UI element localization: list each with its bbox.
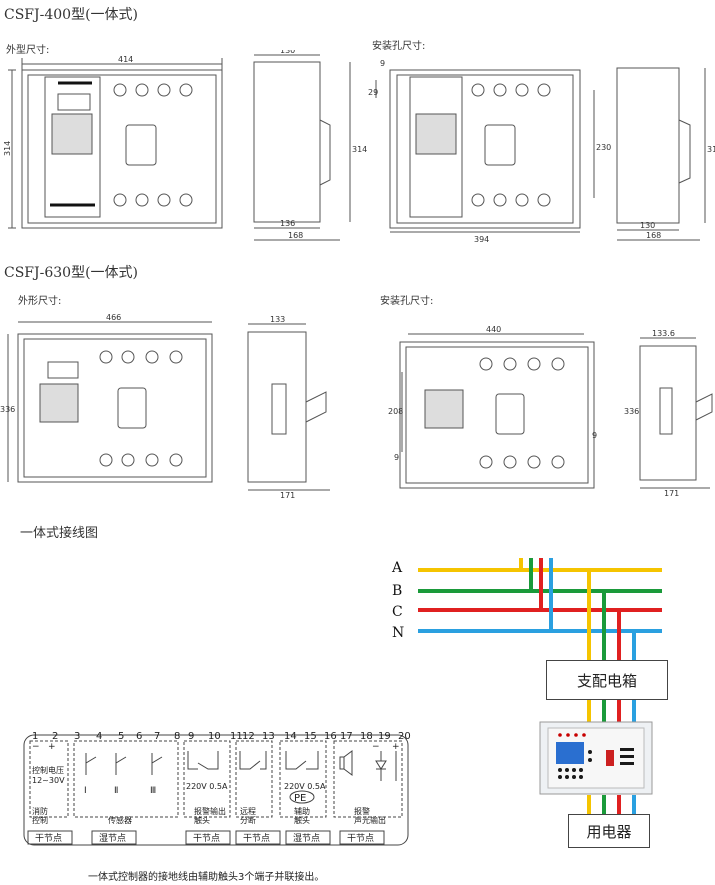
appliance-box: 用电器 bbox=[568, 814, 650, 848]
dim-400-mount-side-height: 314 bbox=[707, 145, 715, 154]
dim-400-mount-vertical: 230 bbox=[596, 143, 611, 152]
terminal-number: 19 bbox=[378, 731, 391, 742]
dim-630-mount-side-total: 171 bbox=[664, 489, 679, 498]
pe-label: PE bbox=[294, 793, 306, 804]
terminal-number: 13 bbox=[262, 731, 275, 742]
dim-630-mount-side-top: 133.6 bbox=[652, 329, 675, 338]
group-label: 传感器 bbox=[108, 815, 132, 825]
dim-400-mount-side-total: 168 bbox=[646, 231, 661, 240]
dim-400-height: 314 bbox=[3, 141, 12, 156]
control-voltage-range: 12~30V bbox=[32, 776, 65, 785]
terminal-number: 18 bbox=[360, 731, 373, 742]
terminal-number: 7 bbox=[154, 731, 160, 742]
dim-400-mount-left: 9 bbox=[380, 59, 385, 68]
model-630-mount-label: 安装孔尺寸: bbox=[380, 296, 434, 307]
sensor-mark-1: Ⅰ bbox=[84, 786, 87, 796]
terminal-sign-20: + bbox=[392, 742, 400, 752]
terminal-number: 6 bbox=[136, 731, 142, 742]
dim-630-height: 336 bbox=[0, 405, 15, 414]
terminal-number: 3 bbox=[74, 731, 80, 742]
model-630-drawings: 466 336 133 171 440 208 9 9 133.6 336 17… bbox=[0, 313, 713, 500]
dim-630-mount-horizontal: 440 bbox=[486, 325, 501, 334]
terminal-number: 1 bbox=[32, 731, 38, 742]
terminal-number: 14 bbox=[284, 731, 297, 742]
dim-630-side-depth-top: 133 bbox=[270, 315, 285, 324]
phase-label-b: B bbox=[392, 583, 403, 599]
terminal-sign-2: + bbox=[48, 742, 56, 752]
dim-400-width: 414 bbox=[118, 55, 133, 64]
group-type-label: 干节点 bbox=[347, 833, 374, 844]
distribution-box: 支配电箱 bbox=[546, 660, 668, 700]
group-type-label: 干节点 bbox=[243, 833, 270, 844]
dim-630-mount-side-height: 336 bbox=[624, 407, 639, 416]
model-400-title: CSFJ-400型(一体式) bbox=[4, 7, 139, 23]
dim-400-mount-side-mid: 130 bbox=[640, 221, 655, 230]
terminal-number: 17 bbox=[340, 731, 353, 742]
terminal-number: 15 bbox=[304, 731, 317, 742]
terminal-number: 16 bbox=[324, 731, 337, 742]
terminal-number: 9 bbox=[188, 731, 194, 742]
model-400-outline-label: 外型尺寸: bbox=[6, 45, 50, 56]
terminal-number: 12 bbox=[242, 731, 255, 742]
wiring-title: 一体式接线图 bbox=[20, 526, 99, 541]
group-label: 远程 bbox=[240, 807, 256, 816]
terminal-sign-19: − bbox=[372, 742, 380, 752]
group-label: 控制 bbox=[32, 815, 48, 825]
control-voltage-label: 控制电压 bbox=[32, 765, 64, 775]
group-type-label: 湿节点 bbox=[293, 833, 320, 844]
dim-630-side-depth-total: 171 bbox=[280, 491, 295, 500]
dim-630-width: 466 bbox=[106, 313, 121, 322]
group-label: 触头 bbox=[194, 815, 210, 825]
dim-400-side-depth-mid: 136 bbox=[280, 219, 295, 228]
model-630-outline-label: 外形尺寸: bbox=[18, 296, 62, 307]
group-label: 触头 bbox=[294, 815, 310, 825]
terminal-number: 10 bbox=[208, 731, 221, 742]
sensor-mark-2: Ⅱ bbox=[114, 786, 118, 796]
model-400-mount-label: 安装孔尺寸: bbox=[372, 41, 426, 52]
dim-400-mount-top: 29 bbox=[368, 88, 378, 97]
wiring-footnote: 一体式控制器的接地线由辅助触头3个端子并联接出。 bbox=[88, 872, 325, 883]
group-label: 辅助 bbox=[294, 806, 310, 816]
phase-label-c: C bbox=[392, 604, 403, 620]
model-630-title: CSFJ-630型(一体式) bbox=[4, 265, 139, 281]
dim-630-mount-offset-b: 9 bbox=[592, 431, 597, 440]
dim-630-mount-vertical: 208 bbox=[388, 407, 403, 416]
terminal-sign-1: − bbox=[32, 742, 40, 752]
group-label: 声光输出 bbox=[354, 815, 386, 825]
group-type-label: 湿节点 bbox=[99, 833, 126, 844]
group-type-label: 干节点 bbox=[35, 833, 62, 844]
group-label: 消防 bbox=[32, 806, 48, 816]
dim-400-side-depth-total: 168 bbox=[288, 231, 303, 240]
dim-400-side-depth-top: 130 bbox=[280, 50, 295, 55]
group-type-label: 干节点 bbox=[193, 833, 220, 844]
phase-label-n: N bbox=[392, 625, 405, 641]
group-label: 分断 bbox=[240, 815, 256, 825]
group-label: 报警 bbox=[354, 806, 370, 816]
controller-device bbox=[539, 721, 653, 795]
relay-rating-1: 220V 0.5A bbox=[186, 782, 228, 791]
dim-400-mount-horizontal: 394 bbox=[474, 235, 489, 244]
model-400-drawings: 414 314 130 136 168 314 9 29 230 394 130… bbox=[3, 50, 715, 244]
terminal-number: 8 bbox=[174, 731, 180, 742]
group-label: 报警输出 bbox=[194, 806, 226, 816]
terminal-number: 4 bbox=[96, 731, 102, 742]
terminal-number: 20 bbox=[398, 731, 411, 742]
phase-label-a: A bbox=[392, 560, 403, 576]
sensor-mark-3: Ⅲ bbox=[150, 786, 156, 796]
dim-630-mount-offset-a: 9 bbox=[394, 453, 399, 462]
terminal-number: 2 bbox=[52, 731, 58, 742]
relay-rating-2: 220V 0.5A bbox=[284, 782, 326, 791]
terminal-number: 11 bbox=[230, 731, 243, 742]
dim-400-side-height: 314 bbox=[352, 145, 367, 154]
terminal-number: 5 bbox=[118, 731, 124, 742]
